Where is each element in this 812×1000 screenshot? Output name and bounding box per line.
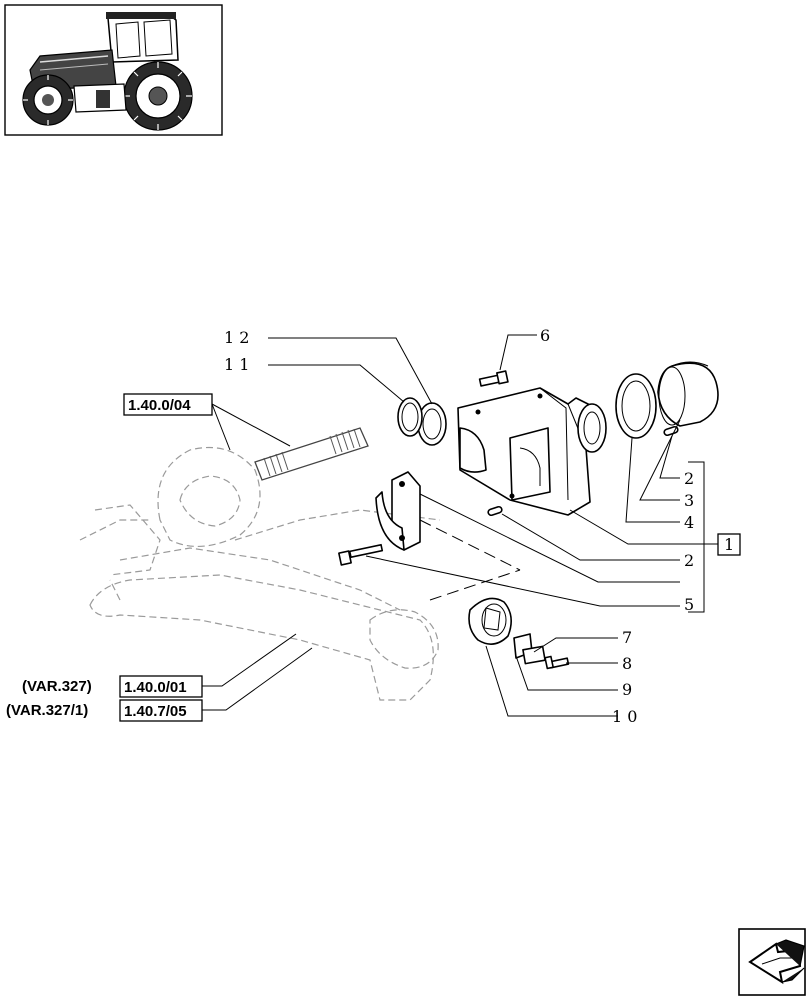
callout-7[interactable]: 7 [622,628,632,647]
callout-2-upper[interactable]: 2 [684,469,694,488]
part-1-housing[interactable] [457,387,607,516]
callout-10[interactable]: 1 0 [612,707,637,726]
next-page-button[interactable] [738,928,806,996]
ref-label-1-40-0-04: 1.40.0/04 [128,397,191,414]
callout-1: 1 [724,535,734,554]
callout-labels: 1 2 1 1 6 2 3 4 2 5 7 8 9 1 0 [224,326,694,726]
ref-label-1-40-0-01: 1.40.0/01 [124,679,187,696]
part-10-coupling[interactable] [468,597,512,645]
variant-label-var-327-1: (VAR.327/1) [6,702,88,719]
part-4-seal[interactable] [615,373,657,439]
callout-9[interactable]: 9 [622,680,632,699]
assembly-axis-line [419,519,521,571]
part-5-bolt[interactable] [338,543,384,566]
ghost-axle-housing [79,439,441,701]
ref-box-1-40-0-04[interactable]: 1.40.0/04 [123,393,213,416]
tractor-thumbnail[interactable] [4,4,223,136]
part-3-bushing[interactable] [657,361,719,427]
leader-lines [202,334,718,717]
part-2-dowel-pin-upper[interactable] [663,425,679,437]
part-2-dowel-pin-lower[interactable] [487,505,503,517]
callout-8[interactable]: 8 [622,654,632,673]
variant-label-var-327: (VAR.327) [22,678,92,695]
drive-shaft [254,427,369,481]
next-page-arrow-icon [748,939,805,985]
part-6-screw[interactable] [478,370,509,387]
callout-3[interactable]: 3 [684,491,694,510]
ref-box-1-40-0-01[interactable]: 1.40.0/01 [119,675,203,698]
callout-6[interactable]: 6 [540,326,550,345]
part-7-washer[interactable] [522,645,546,665]
assembly-axis-line-2 [429,569,521,601]
part-8-bolt[interactable] [544,655,570,670]
tractor-thumbnail-icon [22,12,193,131]
callout-4[interactable]: 4 [684,513,694,532]
part-5-clamp[interactable] [375,471,421,551]
callout-5[interactable]: 5 [684,595,694,614]
callout-1-box[interactable]: 1 [717,533,741,556]
callout-11[interactable]: 1 1 [224,355,249,374]
part-11-seal-ring[interactable] [397,397,423,437]
ref-label-1-40-7-05: 1.40.7/05 [124,703,187,720]
ref-box-1-40-7-05[interactable]: 1.40.7/05 [119,699,203,722]
callout-2-lower[interactable]: 2 [684,551,694,570]
callout-12[interactable]: 1 2 [224,328,249,347]
part-12-snap-ring[interactable] [417,402,447,446]
